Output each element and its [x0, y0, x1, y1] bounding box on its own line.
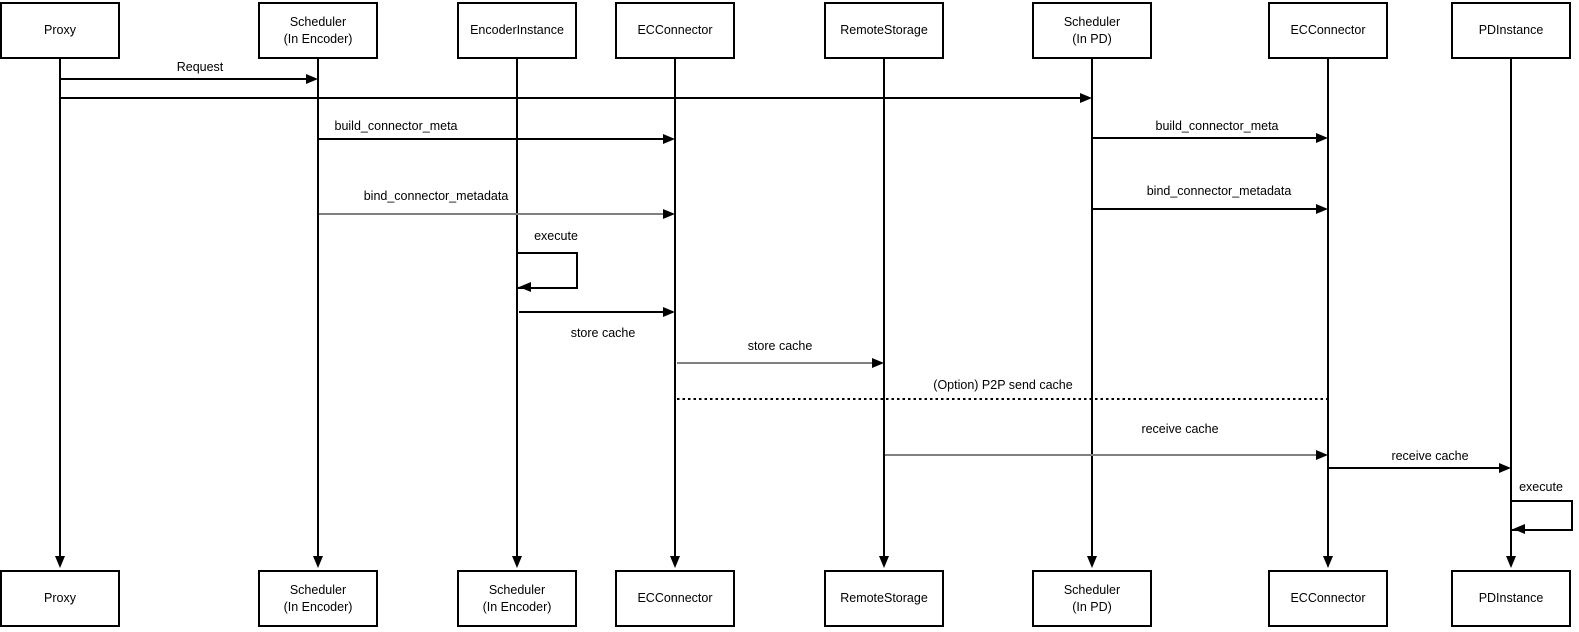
- lifeline-arrowhead-icon: [1087, 556, 1097, 568]
- lifeline-ecconnector-2: [1327, 59, 1329, 556]
- participant-top-scheduler-encoder: Scheduler (In Encoder): [258, 2, 378, 59]
- message-receive-cache-1-line: [885, 454, 1316, 456]
- message-label-receive-cache-1: receive cache: [1141, 422, 1219, 436]
- message-store-cache-2-line: [677, 362, 872, 364]
- participant-bottom-proxy: Proxy: [0, 570, 120, 627]
- participant-top-encoderinstance: EncoderInstance: [457, 2, 577, 59]
- participant-bottom-ecconnector-2: ECConnector: [1268, 570, 1388, 627]
- message-store-cache-1-arrowhead-icon: [663, 307, 675, 317]
- message-execute-encoder-arrowhead-icon: [519, 282, 531, 292]
- message-bind-connector-metadata-left-arrowhead-icon: [663, 209, 675, 219]
- message-label-store-cache-2: store cache: [747, 339, 813, 353]
- participant-bottom-scheduler-encoder-1: Scheduler (In Encoder): [258, 570, 378, 627]
- participant-top-ecconnector-2: ECConnector: [1268, 2, 1388, 59]
- message-receive-cache-1-arrowhead-icon: [1316, 450, 1328, 460]
- lifeline-scheduler-encoder: [317, 59, 319, 556]
- message-proxy-to-scheduler-pd-line: [61, 97, 1080, 99]
- participant-bottom-ecconnector-1: ECConnector: [615, 570, 735, 627]
- message-label-execute-encoder: execute: [534, 229, 578, 243]
- lifeline-arrowhead-icon: [1506, 556, 1516, 568]
- message-request-line: [61, 78, 306, 80]
- lifeline-arrowhead-icon: [313, 556, 323, 568]
- participant-top-scheduler-pd: Scheduler (In PD): [1032, 2, 1152, 59]
- lifeline-proxy: [59, 59, 61, 556]
- message-build-connector-meta-right-arrowhead-icon: [1316, 133, 1328, 143]
- message-request-arrowhead-icon: [306, 74, 318, 84]
- participant-top-pdinstance: PDInstance: [1451, 2, 1571, 59]
- lifeline-remotestorage: [883, 59, 885, 556]
- message-store-cache-1-line: [519, 311, 663, 313]
- lifeline-pdinstance: [1510, 59, 1512, 556]
- message-label-build-connector-meta-left: build_connector_meta: [334, 119, 458, 133]
- message-bind-connector-metadata-right-arrowhead-icon: [1316, 204, 1328, 214]
- message-execute-encoder-loop: [517, 252, 578, 289]
- participant-top-remotestorage: RemoteStorage: [824, 2, 944, 59]
- lifeline-ecconnector-1: [674, 59, 676, 556]
- message-store-cache-2-arrowhead-icon: [872, 358, 884, 368]
- lifeline-arrowhead-icon: [55, 556, 65, 568]
- message-build-connector-meta-left-line: [319, 138, 663, 140]
- message-label-request: Request: [176, 60, 224, 74]
- message-bind-connector-metadata-left-line: [319, 213, 663, 215]
- message-label-p2p-send-cache: (Option) P2P send cache: [933, 378, 1073, 392]
- message-receive-cache-2-line: [1329, 467, 1499, 469]
- message-build-connector-meta-right-line: [1093, 137, 1316, 139]
- message-execute-pd-loop: [1511, 500, 1573, 531]
- lifeline-arrowhead-icon: [670, 556, 680, 568]
- message-execute-pd-arrowhead-icon: [1513, 524, 1525, 534]
- message-receive-cache-2-arrowhead-icon: [1499, 463, 1511, 473]
- message-p2p-send-cache-line: [677, 398, 1327, 400]
- message-label-store-cache-1: store cache: [570, 326, 636, 340]
- lifeline-arrowhead-icon: [512, 556, 522, 568]
- message-label-execute-pd: execute: [1519, 480, 1563, 494]
- lifeline-arrowhead-icon: [1323, 556, 1333, 568]
- participant-bottom-scheduler-pd: Scheduler (In PD): [1032, 570, 1152, 627]
- message-label-bind-connector-metadata-left: bind_connector_metadata: [363, 189, 509, 203]
- participant-top-ecconnector-1: ECConnector: [615, 2, 735, 59]
- lifeline-encoderinstance: [516, 59, 518, 556]
- participant-bottom-pdinstance: PDInstance: [1451, 570, 1571, 627]
- message-bind-connector-metadata-right-line: [1093, 208, 1316, 210]
- message-label-build-connector-meta-right: build_connector_meta: [1155, 119, 1279, 133]
- message-proxy-to-scheduler-pd-arrowhead-icon: [1080, 93, 1092, 103]
- participant-top-proxy: Proxy: [0, 2, 120, 59]
- lifeline-arrowhead-icon: [879, 556, 889, 568]
- participant-bottom-remotestorage: RemoteStorage: [824, 570, 944, 627]
- participant-bottom-scheduler-encoder-2: Scheduler (In Encoder): [457, 570, 577, 627]
- message-label-bind-connector-metadata-right: bind_connector_metadata: [1146, 184, 1292, 198]
- message-build-connector-meta-left-arrowhead-icon: [663, 134, 675, 144]
- lifeline-scheduler-pd: [1091, 59, 1093, 556]
- message-label-receive-cache-2: receive cache: [1391, 449, 1469, 463]
